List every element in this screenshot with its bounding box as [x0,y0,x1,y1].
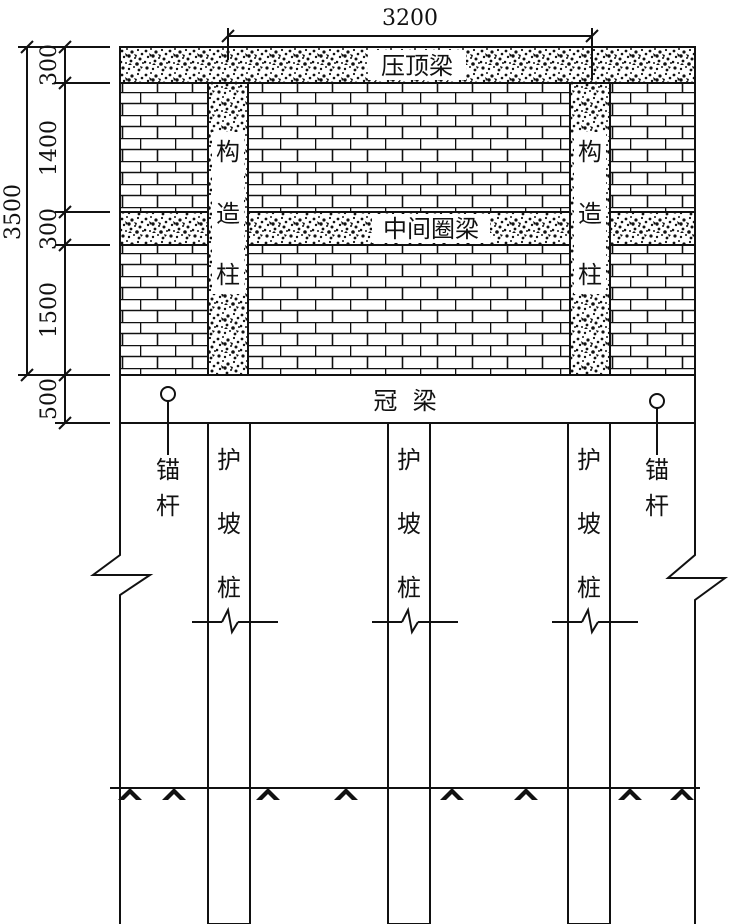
pile-3-char-2: 坡 [577,510,601,538]
column-right-char-3: 柱 [578,261,602,289]
dimension-top [221,28,599,80]
top-beam-label: 压顶梁 [381,52,453,80]
top-beam-label-bg [368,50,466,80]
anchor-left [160,386,176,455]
pile-3-char-1: 护 [577,446,601,474]
dimension-seg-2: 1400 [37,120,62,176]
wall-boundary-right [665,423,729,924]
crown-beam-label: 冠 梁 [373,387,436,415]
pile-break-mark-1 [192,606,278,635]
dimension-top-label: 3200 [382,6,438,31]
column-left-char-1: 构 [216,138,240,166]
middle-ring-beam-label: 中间圈梁 [383,215,479,243]
anchor-right-char-1: 锚 [645,456,669,484]
crown-beam [119,374,696,424]
soil-symbols [118,788,694,800]
anchor-left-char-2: 杆 [156,492,180,520]
dimension-seg-5: 500 [37,378,62,420]
pile-break-mark-2 [372,606,458,635]
protection-pile-1 [207,422,251,924]
column-left-label-bg [212,132,244,294]
pile-2-char-2: 坡 [397,510,421,538]
dimension-total-label: 3500 [1,184,26,240]
anchor-right-char-2: 杆 [645,492,669,520]
protection-pile-2 [387,422,431,924]
pile-2-char-1: 护 [397,446,421,474]
column-right-char-1: 构 [578,138,602,166]
dimension-seg-3: 300 [37,208,62,250]
dimension-seg-1: 300 [37,44,62,86]
middle-ring-beam-label-bg [372,214,490,243]
column-right-label-bg [574,132,606,294]
pile-1-char-1: 护 [217,446,241,474]
wall-boundary-left [89,423,154,924]
pile-3-char-3: 桩 [577,574,601,602]
protection-pile-3 [567,422,611,924]
pile-1-char-3: 桩 [217,574,241,602]
pile-break-mark-3 [552,606,638,635]
anchor-right [649,393,665,455]
dimension-seg-4: 1500 [37,282,62,338]
anchor-left-char-1: 锚 [156,456,180,484]
pile-2-char-3: 桩 [397,574,421,602]
column-left-char-2: 造 [216,200,240,228]
column-left-char-3: 柱 [216,261,240,289]
column-right-char-2: 造 [578,200,602,228]
pile-1-char-2: 坡 [217,510,241,538]
dimension-left-lines [18,40,110,430]
